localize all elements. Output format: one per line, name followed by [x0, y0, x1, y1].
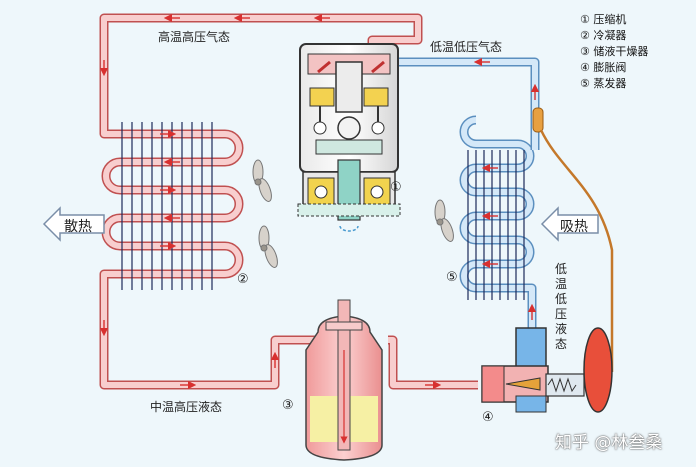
suction-pipe — [380, 57, 540, 125]
sensing-capillary — [532, 107, 614, 372]
legend-item: ③ 储液干燥器 — [580, 45, 649, 58]
liquid-pipe — [99, 280, 478, 390]
label-mid-temp-high-pressure-liquid: 中温高压液态 — [150, 400, 223, 414]
label-high-temp-high-pressure-gas: 高温高压气态 — [158, 30, 231, 44]
marker-receiver-drier: ③ — [282, 398, 294, 413]
flow-arrows — [99, 13, 540, 390]
legend-item: ② 冷凝器 — [580, 29, 627, 42]
fan-icon — [252, 159, 454, 268]
heat-release-arrow-icon — [42, 206, 105, 242]
label-low-temp-low-pressure-liquid: 低温低压液态 — [554, 262, 567, 351]
watermark: 知乎 @林叁桑 — [555, 433, 663, 453]
condenser-coil — [99, 122, 244, 290]
marker-condenser: ② — [237, 272, 249, 287]
marker-expansion-valve: ④ — [482, 410, 494, 425]
receiver-drier — [305, 299, 383, 461]
marker-evaporator: ⑤ — [446, 270, 458, 285]
label-low-temp-low-pressure-gas: 低温低压气态 — [430, 40, 503, 54]
expansion-valve — [481, 327, 613, 413]
legend: ① 压缩机 ② 冷凝器 ③ 储液干燥器 ④ 膨胀阀 ⑤ 蒸发器 — [580, 12, 648, 92]
hot-gas-pipe — [99, 13, 423, 128]
legend-item: ⑤ 蒸发器 — [580, 77, 627, 90]
compressor — [297, 43, 401, 232]
legend-item: ① 压缩机 — [580, 13, 627, 26]
heat-absorb-arrow-icon — [540, 206, 599, 242]
evaporator-coil — [459, 115, 540, 330]
marker-compressor: ① — [390, 180, 402, 195]
legend-item: ④ 膨胀阀 — [580, 61, 627, 74]
label-heat-absorb: 吸热 — [560, 219, 588, 235]
label-heat-release: 散热 — [64, 219, 92, 235]
